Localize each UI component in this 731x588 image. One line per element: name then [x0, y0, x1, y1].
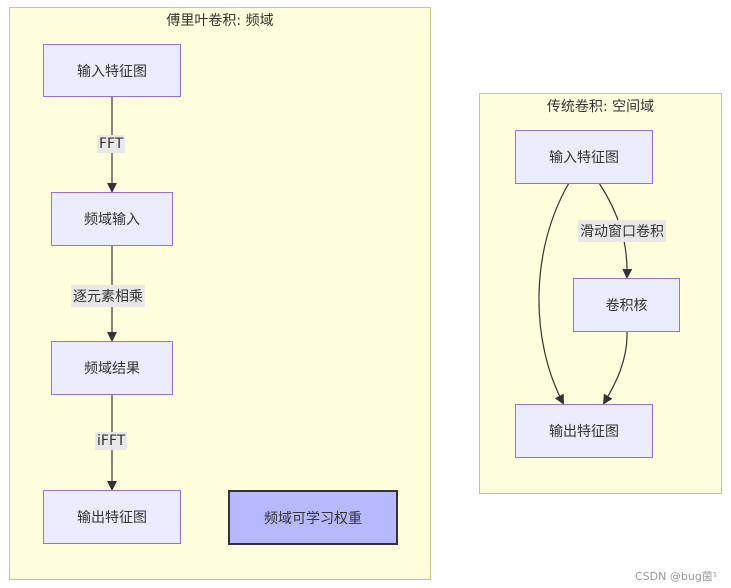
freq-result-node[interactable]: 频域结果 [51, 341, 173, 395]
kernel-node[interactable]: 卷积核 [573, 278, 680, 332]
watermark: CSDN @bug茵¹ [635, 570, 718, 583]
ifft-label: iFFT [95, 432, 128, 450]
right-output-node[interactable]: 输出特征图 [515, 404, 653, 458]
right-input-node[interactable]: 输入特征图 [515, 130, 653, 184]
traditional-conv-cluster-title: 传统卷积: 空间域 [546, 99, 655, 115]
fft-label: FFT [97, 135, 126, 153]
freq-weights-node[interactable]: 频域可学习权重 [228, 490, 398, 545]
left-output-node[interactable]: 输出特征图 [43, 490, 181, 544]
multiply-label: 逐元素相乘 [71, 285, 145, 307]
edge-kernel-to-output [602, 331, 628, 405]
sliding-label: 滑动窗口卷积 [578, 220, 666, 242]
fourier-conv-cluster-title: 傅里叶卷积: 频域 [166, 13, 274, 29]
edge-input-to-output [538, 182, 570, 405]
freq-input-node[interactable]: 频域输入 [51, 192, 173, 246]
left-input-node[interactable]: 输入特征图 [43, 44, 181, 97]
